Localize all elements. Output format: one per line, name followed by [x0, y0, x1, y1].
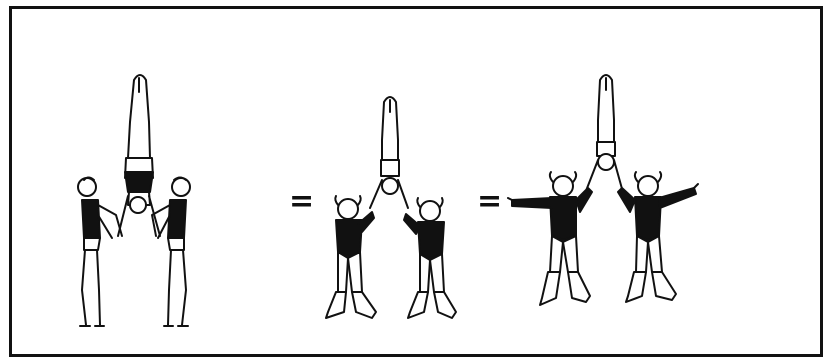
equals-sign-1: =: [289, 184, 315, 219]
base-middle-1: [325, 195, 377, 319]
base-middle-2: [403, 197, 457, 319]
base-right-1: [507, 171, 593, 306]
handstander-right: [583, 74, 625, 197]
handstander-left: [117, 74, 161, 237]
group-middle: [325, 96, 457, 319]
equals-sign-2: =: [477, 184, 503, 219]
base-left-1: [77, 176, 123, 327]
base-right-2: [617, 171, 699, 303]
group-right: [507, 74, 699, 306]
base-left-2: [151, 176, 191, 327]
group-left: [77, 74, 191, 327]
handstander-middle: [369, 96, 409, 209]
